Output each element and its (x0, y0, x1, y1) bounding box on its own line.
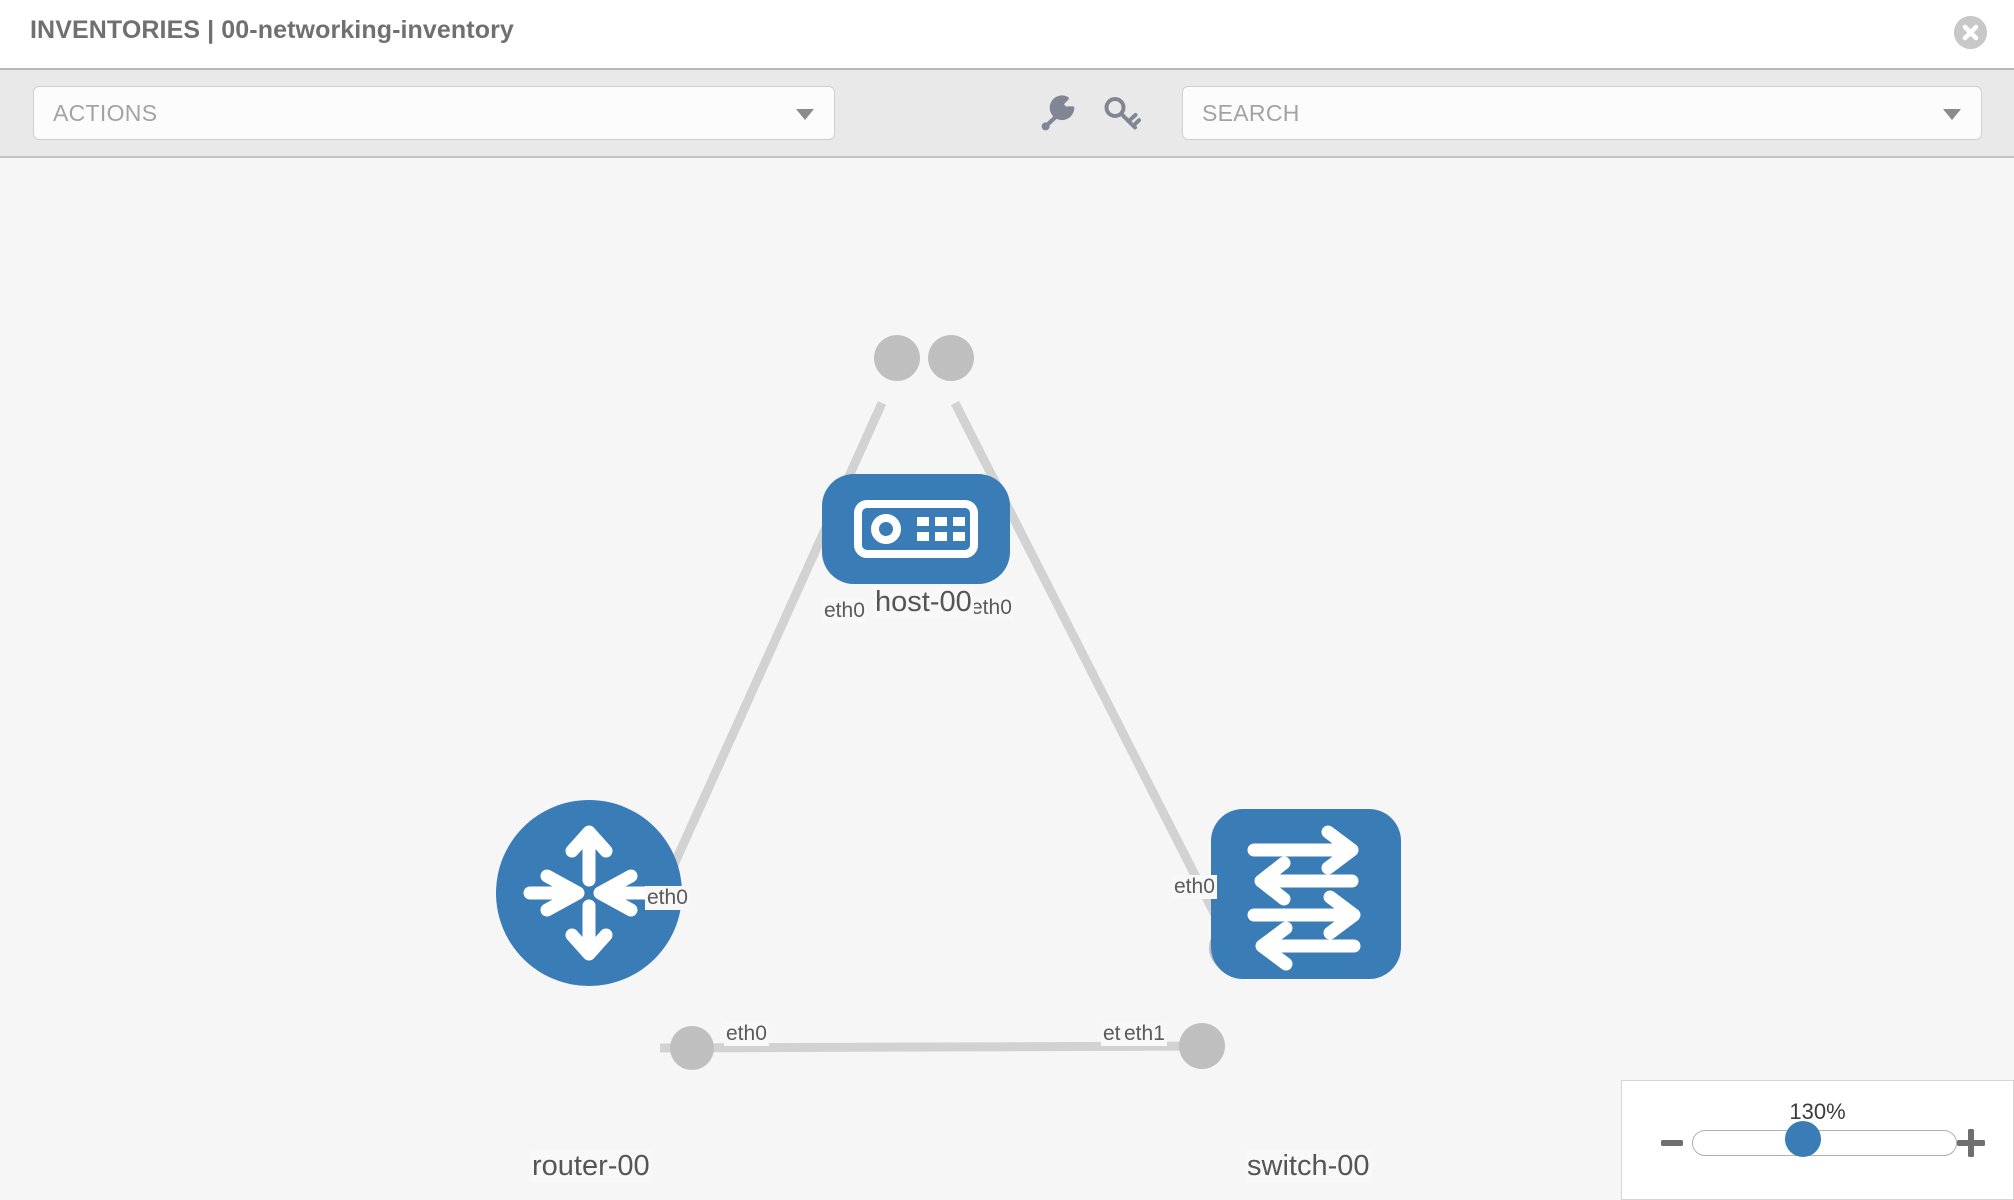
plus-icon[interactable] (1957, 1129, 1985, 1157)
node-label-router-00: router-00 (530, 1150, 652, 1183)
connector-nub-router00-right (670, 1026, 714, 1070)
key-icon[interactable] (1100, 92, 1142, 134)
search-input[interactable]: SEARCH (1182, 86, 1982, 140)
connector-nubs (670, 335, 1257, 1070)
node-switch-00[interactable] (1211, 809, 1401, 979)
connector-nub-switch00-left (1179, 1023, 1225, 1069)
chevron-down-icon[interactable] (1943, 109, 1961, 120)
iface-label: eth0 (822, 599, 867, 623)
actions-dropdown-label: ACTIONS (53, 100, 158, 126)
iface-label: eth1 (1122, 1022, 1167, 1046)
node-router-00[interactable] (496, 800, 682, 986)
wrench-icon[interactable] (1037, 92, 1079, 134)
topology-canvas[interactable]: eth0 eth0 eth0 eth0 eth0 eth0 eth1 host-… (0, 158, 2014, 1200)
node-label-switch-00: switch-00 (1245, 1150, 1372, 1183)
node-label-host-00: host-00 (873, 586, 974, 619)
zoom-control-panel: 130% (1621, 1080, 2014, 1200)
link-router00-switch00 (659, 1041, 1216, 1053)
iface-label: eth0 (645, 886, 690, 910)
node-host-00[interactable] (822, 474, 1010, 584)
chevron-down-icon (796, 109, 814, 120)
page-header: INVENTORIES | 00-networking-inventory (0, 0, 2014, 70)
iface-label: eth0 (1172, 875, 1217, 899)
iface-label: eth0 (969, 596, 1014, 620)
search-placeholder: SEARCH (1202, 100, 1300, 126)
close-icon[interactable] (1954, 16, 1987, 49)
zoom-slider-track[interactable] (1692, 1130, 1957, 1156)
page-title: INVENTORIES | 00-networking-inventory (30, 16, 514, 44)
zoom-slider-thumb[interactable] (1785, 1121, 1821, 1157)
toolbar: ACTIONS SEARCH (0, 70, 2014, 158)
connector-nub-host00-right (928, 335, 974, 381)
connector-nub-host00-left (874, 335, 920, 381)
iface-label: eth0 (724, 1022, 769, 1046)
minus-icon[interactable] (1661, 1129, 1683, 1157)
topology-graph (496, 335, 1401, 1070)
zoom-level-label: 130% (1789, 1099, 1846, 1124)
actions-dropdown[interactable]: ACTIONS (33, 86, 835, 140)
